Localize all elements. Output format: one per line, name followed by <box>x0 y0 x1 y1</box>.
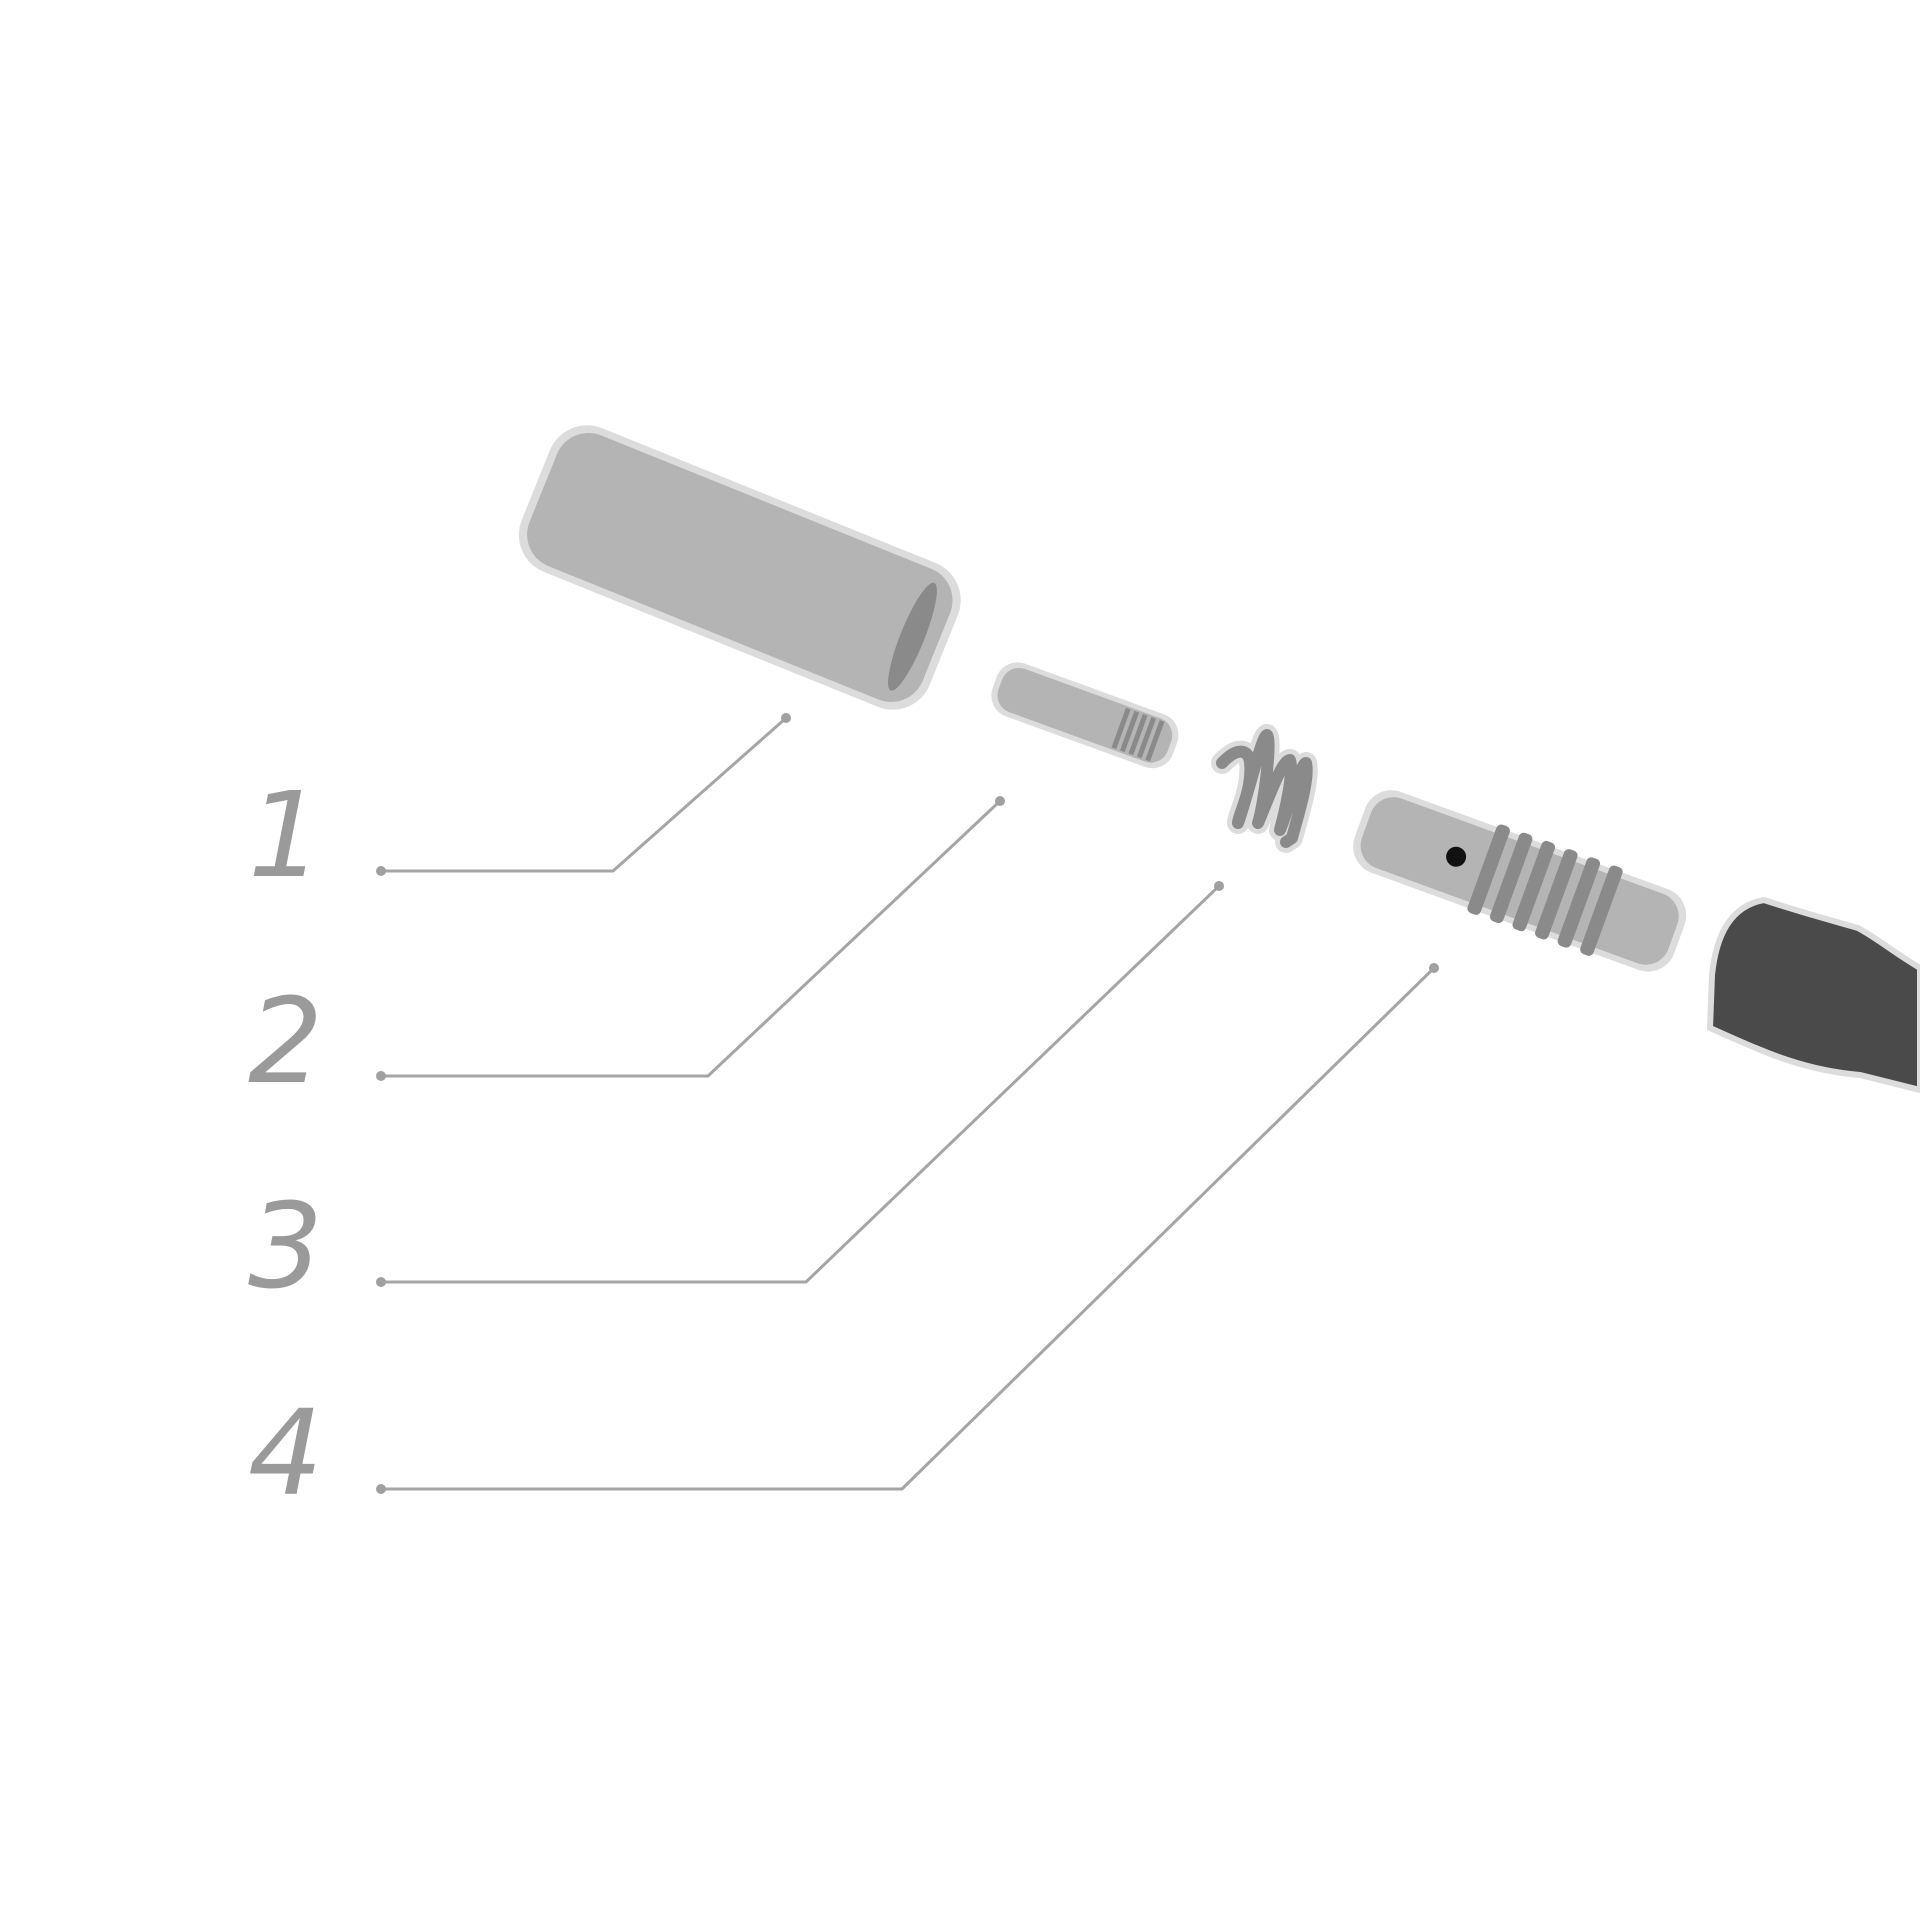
spring-icon <box>1211 724 1318 853</box>
leader-line-3 <box>376 881 1224 1287</box>
leader-dot-end <box>995 796 1005 806</box>
leader-dot-start <box>376 1484 386 1494</box>
leader-dot-end <box>1214 881 1224 891</box>
tip-holder-icon <box>1353 790 1687 972</box>
torch-handle-icon <box>1706 896 1920 1094</box>
leader-line-1 <box>376 713 791 876</box>
callout-number-1: 1 <box>248 766 323 904</box>
leader-dot-end <box>1429 963 1439 973</box>
nozzle-icon <box>518 425 961 710</box>
callout-number-2: 2 <box>248 972 323 1110</box>
contact-tip-icon <box>991 662 1179 769</box>
leader-dot-start <box>376 866 386 876</box>
callout-number-3: 3 <box>248 1177 323 1315</box>
leader-dot-start <box>376 1277 386 1287</box>
leader-line-2 <box>376 796 1005 1081</box>
leader-dot-start <box>376 1071 386 1081</box>
leader-dot-end <box>781 713 791 723</box>
callout-number-4: 4 <box>248 1384 323 1522</box>
leader-line-4 <box>376 963 1439 1494</box>
